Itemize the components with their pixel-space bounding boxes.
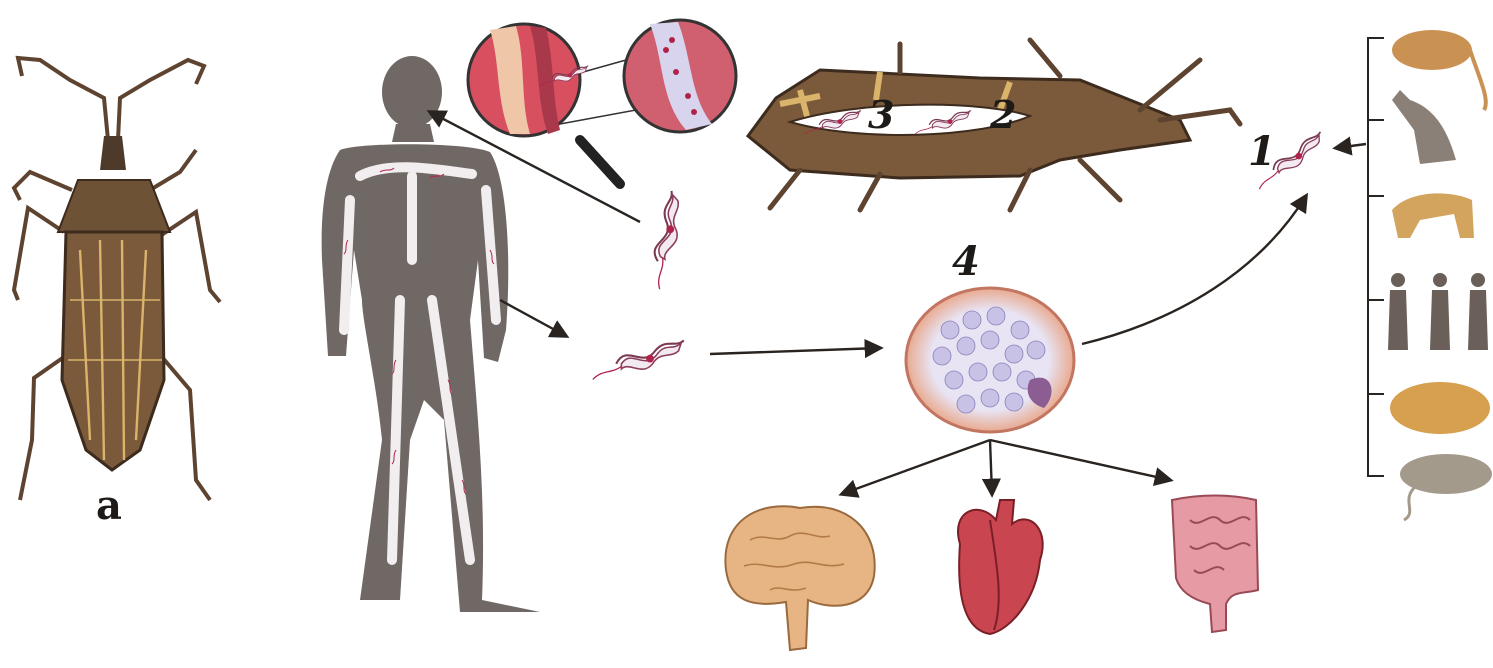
reservoir-hosts-panel (1368, 30, 1492, 520)
vector-label: a (96, 482, 122, 529)
stage-3-label: 3 (868, 92, 894, 137)
dog-icon (1392, 193, 1474, 238)
rat-icon (1400, 454, 1492, 520)
trypomastigote-icon (593, 340, 684, 379)
heart-icon (958, 500, 1043, 634)
people-icon (1388, 273, 1488, 350)
kissing-bug-icon (14, 58, 220, 500)
magnifier-icon (468, 20, 736, 184)
trypomastigote-icon (626, 191, 705, 289)
amastigote-cyst-icon (906, 288, 1074, 432)
guinea-pig-icon (1390, 382, 1490, 434)
stage-1-label: 1 (1248, 128, 1276, 175)
intestine-icon (1172, 496, 1258, 633)
human-silhouette-icon (322, 56, 540, 612)
stage-4-label: 4 (952, 238, 980, 285)
stage-2-label: 2 (990, 92, 1016, 137)
cat-icon (1392, 90, 1456, 164)
brain-icon (725, 506, 874, 650)
